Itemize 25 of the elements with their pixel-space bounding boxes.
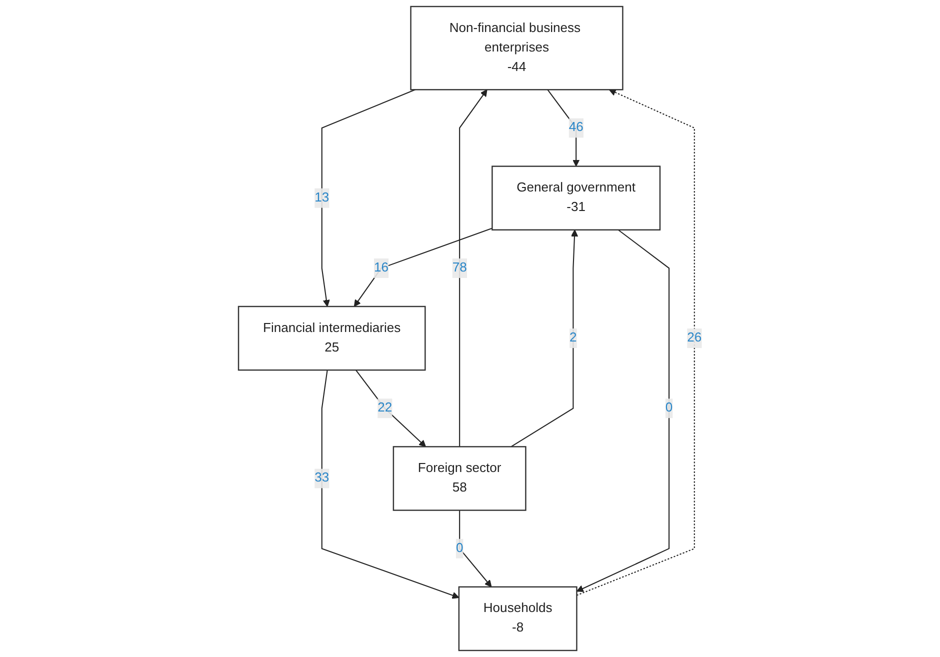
node-box: Financial intermediaries 25 [238, 306, 426, 371]
arrow [458, 89, 488, 447]
arrow [355, 370, 426, 448]
arrow [321, 89, 416, 307]
edge-label: 13 [314, 190, 330, 205]
arrow [547, 89, 580, 167]
node-box: Non-financial business enterprises -44 [410, 6, 624, 90]
edge-label: 33 [314, 471, 330, 486]
arrow [354, 228, 492, 307]
arrow [458, 510, 492, 588]
node-box: Households -8 [458, 586, 578, 652]
arrow [576, 229, 670, 592]
edge-label: 78 [452, 260, 467, 275]
edge-label: 0 [456, 541, 464, 556]
edge-label: 2 [569, 330, 577, 345]
edge-label: 22 [377, 401, 392, 415]
arrow [321, 370, 460, 599]
node-box: General government -31 [491, 166, 660, 230]
edge-label: 0 [665, 401, 673, 415]
arrow [510, 230, 578, 448]
edge-label: 46 [568, 120, 584, 134]
edge-label: 26 [687, 330, 702, 345]
edge-label: 16 [374, 260, 388, 275]
node-box: Foreign sector 58 [392, 446, 526, 511]
arrow [576, 89, 695, 596]
